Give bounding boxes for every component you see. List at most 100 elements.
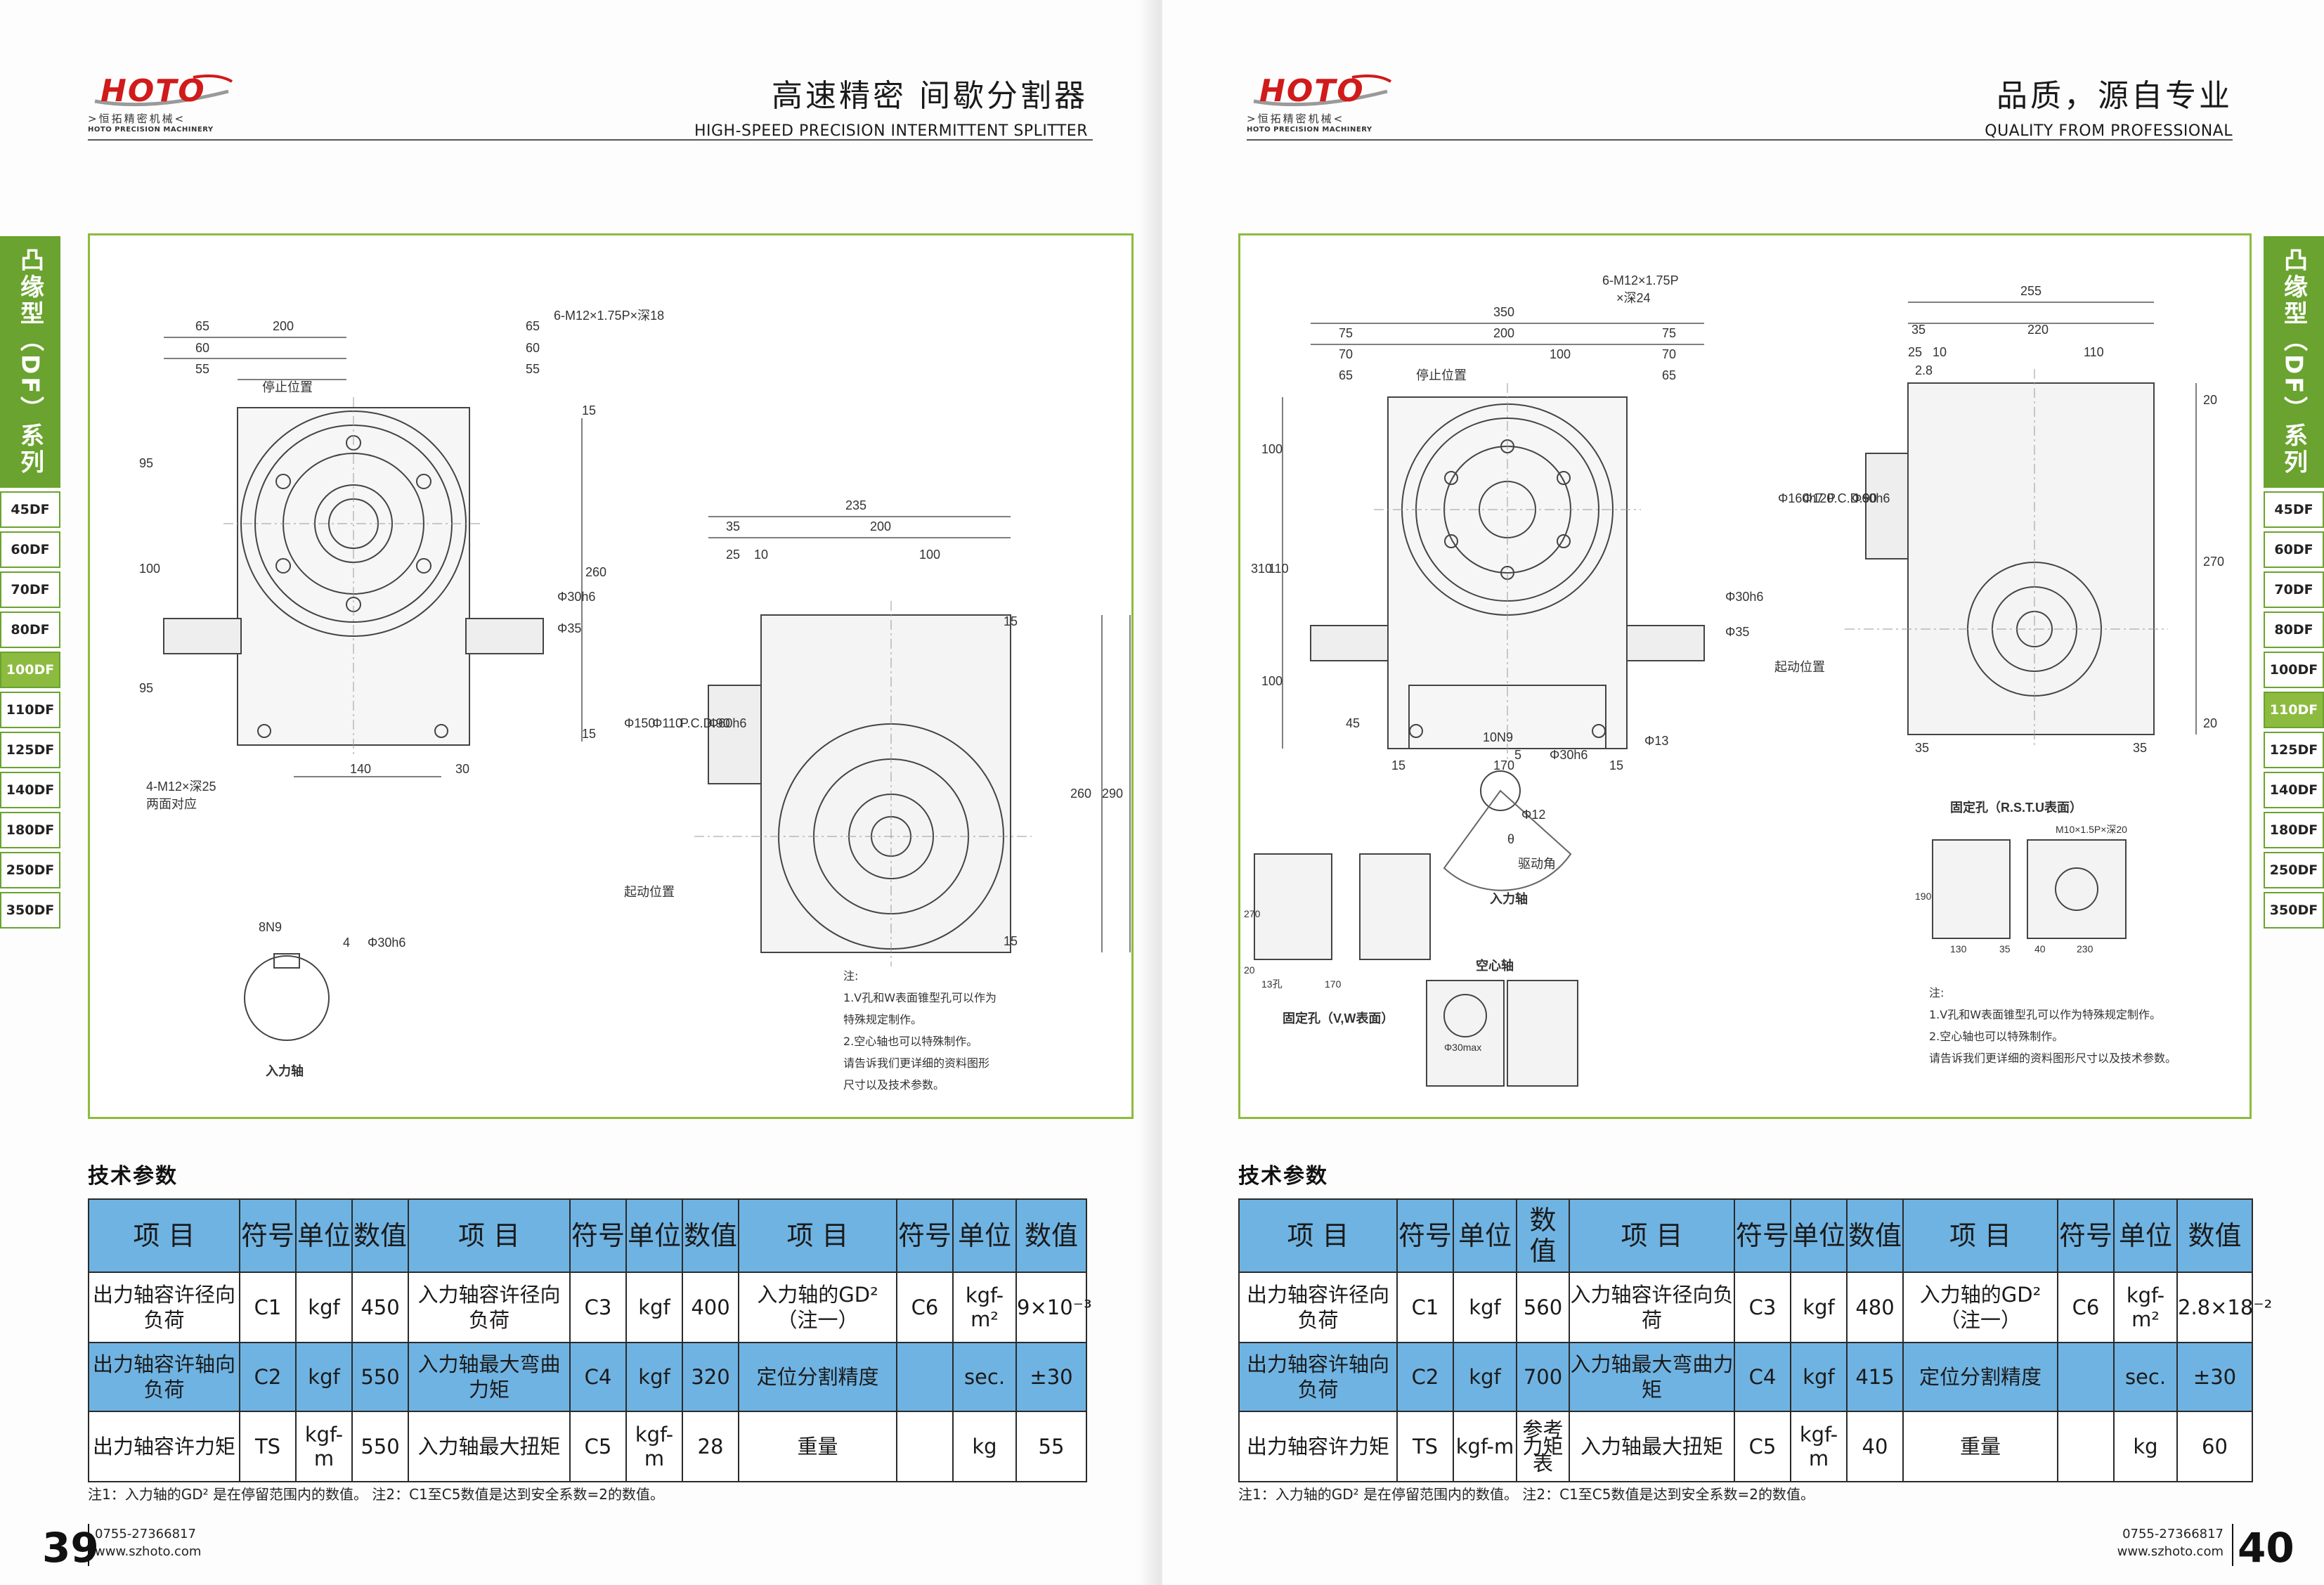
tab-140df[interactable]: 140DF bbox=[2264, 772, 2324, 808]
cell: 出力轴容许力矩 bbox=[1238, 1411, 1398, 1482]
website-link[interactable]: www.szhoto.com bbox=[2117, 1544, 2224, 1559]
cell: C2 bbox=[1396, 1342, 1454, 1412]
series-tabs: 凸缘型（DF）系列 45DF 60DF 70DF 80DF 100DF 110D… bbox=[0, 236, 60, 929]
tab-350df[interactable]: 350DF bbox=[0, 892, 60, 929]
logo-swoosh-icon bbox=[1253, 75, 1392, 107]
tab-125df[interactable]: 125DF bbox=[2264, 732, 2324, 768]
cell: 550 bbox=[351, 1411, 409, 1482]
contact: 0755-27366817 www.szhoto.com bbox=[95, 1525, 201, 1560]
dim-15-side-b: 15 bbox=[1004, 934, 1018, 948]
tab-350df[interactable]: 350DF bbox=[2264, 892, 2324, 929]
tab-125df[interactable]: 125DF bbox=[0, 732, 60, 768]
label-key-depth: 5 bbox=[1514, 748, 1521, 762]
cell: kgf-m bbox=[1453, 1411, 1517, 1482]
phone: 0755-27366817 bbox=[2122, 1527, 2224, 1541]
cell bbox=[2057, 1342, 2115, 1412]
cell bbox=[896, 1342, 954, 1412]
tab-110df[interactable]: 110DF bbox=[2264, 692, 2324, 728]
cell: 出力轴容许径向负荷 bbox=[88, 1272, 240, 1343]
dim-35-r: 35 bbox=[2133, 741, 2147, 755]
brand-logo: HOTO >恒拓精密机械< HOTO PRECISION MACHINERY bbox=[1247, 70, 1394, 134]
tab-70df[interactable]: 70DF bbox=[0, 571, 60, 608]
tab-45df[interactable]: 45DF bbox=[0, 491, 60, 528]
table-row: 出力轴容许轴向负荷 C2 kgf 550 入力轴最大弯曲力矩 C4 kgf 32… bbox=[88, 1342, 1087, 1412]
spec-header-row: 项 目 符号 单位 数值 项 目 符号 单位 数值 项 目 符号 单位 数值 bbox=[1238, 1198, 2253, 1273]
tab-100df[interactable]: 100DF bbox=[0, 652, 60, 688]
tech-params-title: 技术参数 bbox=[88, 1164, 178, 1189]
title-en: QUALITY FROM PROFESSIONAL bbox=[1985, 122, 2233, 140]
note-1: 1.V孔和W表面锥型孔可以作为特殊规定制作。 bbox=[1929, 1008, 2162, 1021]
tab-60df[interactable]: 60DF bbox=[0, 531, 60, 568]
tab-60df[interactable]: 60DF bbox=[2264, 531, 2324, 568]
cell: 60 bbox=[2176, 1411, 2253, 1482]
table-row: 出力轴容许径向负荷 C1 kgf 560 入力轴容许径向负荷 C3 kgf 48… bbox=[1238, 1272, 2272, 1343]
dim-100-side: 100 bbox=[919, 548, 940, 562]
dim-65: 65 bbox=[195, 319, 209, 333]
cell: kgf bbox=[295, 1272, 353, 1343]
tab-110df[interactable]: 110DF bbox=[0, 692, 60, 728]
dim-15-b: 15 bbox=[582, 727, 596, 741]
tab-180df[interactable]: 180DF bbox=[0, 812, 60, 848]
small-dim-40: 40 bbox=[2034, 943, 2046, 955]
dim-200-side: 200 bbox=[870, 519, 891, 533]
cell: 定位分割精度 bbox=[1902, 1342, 2058, 1412]
tab-80df[interactable]: 80DF bbox=[2264, 612, 2324, 648]
tab-80df[interactable]: 80DF bbox=[0, 612, 60, 648]
cell: kgf-m bbox=[1790, 1411, 1848, 1482]
th-item-1: 项 目 bbox=[88, 1198, 240, 1273]
cell: C5 bbox=[1734, 1411, 1791, 1482]
cell: 入力轴的GD²（注一） bbox=[738, 1272, 897, 1343]
label-input-shaft: 入力轴 bbox=[1490, 891, 1528, 906]
dim-65: 65 bbox=[1339, 368, 1353, 382]
dim-10: 10 bbox=[754, 548, 768, 562]
label-input-shaft: 入力轴 bbox=[266, 1063, 304, 1078]
tab-140df[interactable]: 140DF bbox=[0, 772, 60, 808]
dim-95: 95 bbox=[139, 456, 153, 470]
th-unit-1: 单位 bbox=[1453, 1198, 1517, 1273]
cell: 入力轴容许径向负荷 bbox=[408, 1272, 571, 1343]
dim-290: 290 bbox=[1102, 787, 1123, 801]
logo-en: HOTO PRECISION MACHINERY bbox=[88, 126, 214, 134]
dim-350: 350 bbox=[1493, 305, 1514, 319]
tab-100df[interactable]: 100DF bbox=[2264, 652, 2324, 688]
cell: kgf-m² bbox=[952, 1272, 1017, 1343]
brand-logo: HOTO >恒拓精密机械< HOTO PRECISION MACHINERY bbox=[88, 70, 235, 134]
small-dim-35: 35 bbox=[1999, 943, 2011, 955]
label-shaft-30: Φ30h6 bbox=[1725, 590, 1763, 604]
label-hollow: 空心轴 bbox=[1476, 958, 1514, 973]
tab-250df[interactable]: 250DF bbox=[0, 852, 60, 888]
dim-15-side-t: 15 bbox=[1004, 614, 1018, 628]
dim-45: 45 bbox=[1346, 716, 1360, 730]
cell: 出力轴容许轴向负荷 bbox=[1238, 1342, 1398, 1412]
dim-100-vb: 100 bbox=[1261, 674, 1283, 688]
drawing-notes: 注: 1.V孔和W表面锥型孔可以作为 特殊规定制作。 2.空心轴也可以特殊制作。… bbox=[843, 965, 997, 1096]
dim-140: 140 bbox=[350, 762, 371, 776]
th-value-1: 数值 bbox=[351, 1198, 409, 1273]
drawing-svg: 350 75 70 65 200 100 75 70 65 100 310 11… bbox=[1244, 273, 2224, 1087]
cell: kgf-m bbox=[625, 1411, 683, 1482]
th-symbol-2: 符号 bbox=[569, 1198, 627, 1273]
tab-45df[interactable]: 45DF bbox=[2264, 491, 2324, 528]
website-link[interactable]: www.szhoto.com bbox=[95, 1544, 202, 1559]
logo-cn: >恒拓精密机械< bbox=[1247, 112, 1345, 125]
dim-110-side: 110 bbox=[2084, 345, 2104, 359]
cell: 入力轴容许径向负荷 bbox=[1569, 1272, 1735, 1343]
th-unit-2: 单位 bbox=[625, 1198, 683, 1273]
th-unit-3: 单位 bbox=[952, 1198, 1017, 1273]
tab-250df[interactable]: 250DF bbox=[2264, 852, 2324, 888]
cell: 2.8×18⁻² bbox=[2176, 1272, 2272, 1343]
dim-20-t: 20 bbox=[2203, 393, 2217, 407]
small-dim-130: 130 bbox=[1950, 943, 1967, 955]
tab-180df[interactable]: 180DF bbox=[2264, 812, 2324, 848]
th-value-2: 数值 bbox=[1846, 1198, 1904, 1273]
th-value-1: 数值 bbox=[1516, 1198, 1570, 1273]
drawing-notes: 注: 1.V孔和W表面锥型孔可以作为特殊规定制作。 2.空心轴也可以特殊制作。 … bbox=[1929, 982, 2176, 1069]
phone: 0755-27366817 bbox=[95, 1527, 196, 1541]
tab-70df[interactable]: 70DF bbox=[2264, 571, 2324, 608]
label-hole-depth: ×深24 bbox=[1616, 291, 1651, 305]
small-dim-170: 170 bbox=[1325, 978, 1342, 990]
cell: 550 bbox=[351, 1342, 409, 1412]
label-key-shaft: Φ30h6 bbox=[368, 936, 405, 950]
label-d120: Φ120 bbox=[1803, 491, 1833, 505]
left-page: HOTO >恒拓精密机械< HOTO PRECISION MACHINERY 高… bbox=[0, 70, 1134, 1572]
